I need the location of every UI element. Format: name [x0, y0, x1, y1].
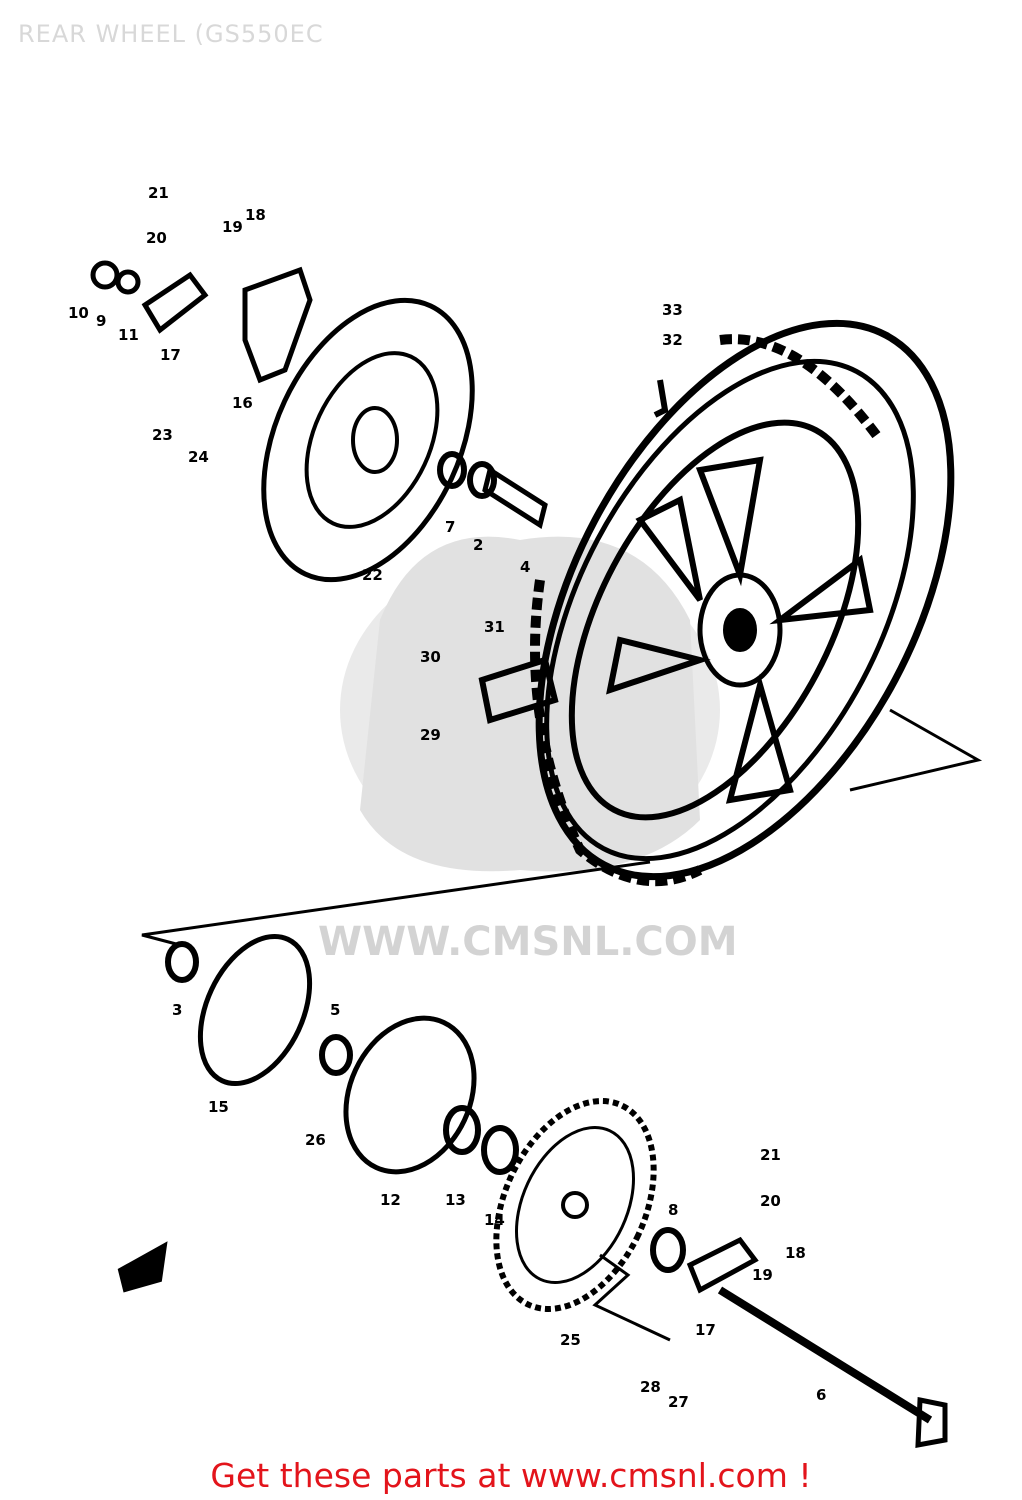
callout-8: 8 — [668, 1201, 678, 1219]
callout-26: 26 — [305, 1131, 326, 1149]
arrow-marker — [117, 1241, 168, 1293]
callout-9: 9 — [96, 312, 106, 330]
callout-30: 30 — [420, 648, 441, 666]
callout-29: 29 — [420, 726, 441, 744]
rear-wheel — [530, 319, 955, 887]
callout-20: 20 — [146, 229, 167, 247]
callout-6: 6 — [816, 1386, 826, 1404]
damper-15 — [197, 933, 313, 1087]
callout-27: 27 — [668, 1393, 689, 1411]
spacer-8 — [650, 1227, 686, 1273]
callout-16: 16 — [232, 394, 253, 412]
oil-seal-14 — [481, 1125, 519, 1175]
callout-18: 18 — [245, 206, 266, 224]
callout-33: 33 — [662, 301, 683, 319]
sprocket-leader — [592, 1253, 671, 1342]
callout-22: 22 — [362, 566, 383, 584]
callout-13: 13 — [445, 1191, 466, 1209]
bearing-2 — [467, 461, 497, 499]
callout-4: 4 — [520, 558, 530, 576]
watermark-url: WWW.CMSNL.COM — [318, 919, 738, 965]
callout-14: 14 — [484, 1211, 505, 1229]
callout-19: 19 — [752, 1266, 773, 1284]
bearing-13 — [443, 1105, 481, 1155]
callout-10: 10 — [68, 304, 89, 322]
callout-28: 28 — [640, 1378, 661, 1396]
callout-3: 3 — [172, 1001, 182, 1019]
rear-axle — [717, 1286, 933, 1424]
bearing-3 — [165, 941, 199, 983]
callout-18: 18 — [785, 1244, 806, 1262]
callout-24: 24 — [188, 448, 209, 466]
sprocket-drum-12 — [343, 1015, 477, 1175]
chain-adjuster-left — [141, 271, 209, 334]
spacer-4 — [482, 466, 548, 529]
bearing-7 — [437, 451, 467, 489]
caliper-bracket — [242, 266, 313, 384]
callout-11: 11 — [118, 326, 139, 344]
callout-21: 21 — [148, 184, 169, 202]
callout-5: 5 — [330, 1001, 340, 1019]
callout-21: 21 — [760, 1146, 781, 1164]
valve-cap — [653, 379, 669, 418]
washer-left — [90, 260, 120, 290]
callout-15: 15 — [208, 1098, 229, 1116]
platform-line-upper — [849, 708, 983, 792]
callout-7: 7 — [445, 518, 455, 536]
callout-2: 2 — [473, 536, 483, 554]
spacer-5 — [319, 1034, 353, 1076]
callout-20: 20 — [760, 1192, 781, 1210]
platform-line-lower — [141, 860, 651, 947]
callout-23: 23 — [152, 426, 173, 444]
callout-25: 25 — [560, 1331, 581, 1349]
callout-31: 31 — [484, 618, 505, 636]
brake-disc — [261, 297, 475, 583]
tube-guard — [478, 656, 559, 724]
diagram-title: REAR WHEEL (GS550EC — [18, 20, 324, 48]
callout-17: 17 — [160, 346, 181, 364]
nut-left — [115, 269, 141, 295]
callout-17: 17 — [695, 1321, 716, 1339]
callout-19: 19 — [222, 218, 243, 236]
callout-32: 32 — [662, 331, 683, 349]
chain-adjuster-right — [686, 1236, 759, 1294]
callout-12: 12 — [380, 1191, 401, 1209]
axle-nut — [915, 1396, 948, 1449]
footer-link-text[interactable]: Get these parts at www.cmsnl.com ! — [210, 1456, 812, 1495]
sprocket — [493, 1098, 657, 1312]
